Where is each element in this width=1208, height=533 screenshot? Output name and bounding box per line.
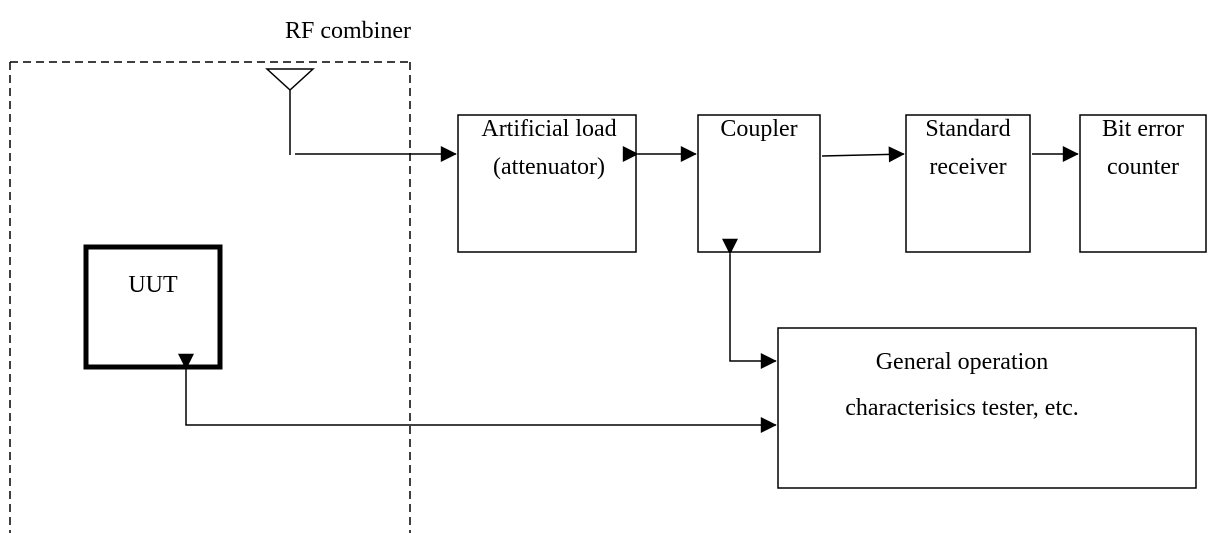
- uut-block: [83, 244, 223, 370]
- tester-label-line2: characterisics tester, etc.: [845, 395, 1079, 421]
- standard-receiver-label-line1: Standard: [925, 116, 1010, 142]
- uut-label: UUT: [128, 272, 178, 298]
- standard-receiver-label-line2: receiver: [929, 154, 1006, 180]
- artificial-load-block: [457, 114, 637, 253]
- rf-combiner-enclosure: [9, 61, 411, 533]
- coupler-tester-bidirectional-arrow: [722, 238, 777, 369]
- bit-error-counter-block: [1079, 114, 1207, 253]
- standard-receiver-block: [905, 114, 1031, 253]
- artificial-load-label-line2: (attenuator): [493, 154, 605, 180]
- bit-error-counter-label-line2: counter: [1107, 154, 1179, 180]
- antenna-icon: [265, 68, 315, 155]
- artificial-load-label-line1: Artificial load: [481, 116, 616, 142]
- uut-tester-bidirectional-arrow: [178, 353, 777, 433]
- coupler-label: Coupler: [720, 116, 797, 142]
- tester-block: [777, 327, 1197, 489]
- bit-error-counter-label-line1: Bit error: [1102, 116, 1184, 142]
- rf-combiner-label: RF combiner: [285, 18, 411, 44]
- tester-label-line1: General operation: [876, 349, 1049, 375]
- coupler-to-receiver-arrow: [821, 146, 905, 163]
